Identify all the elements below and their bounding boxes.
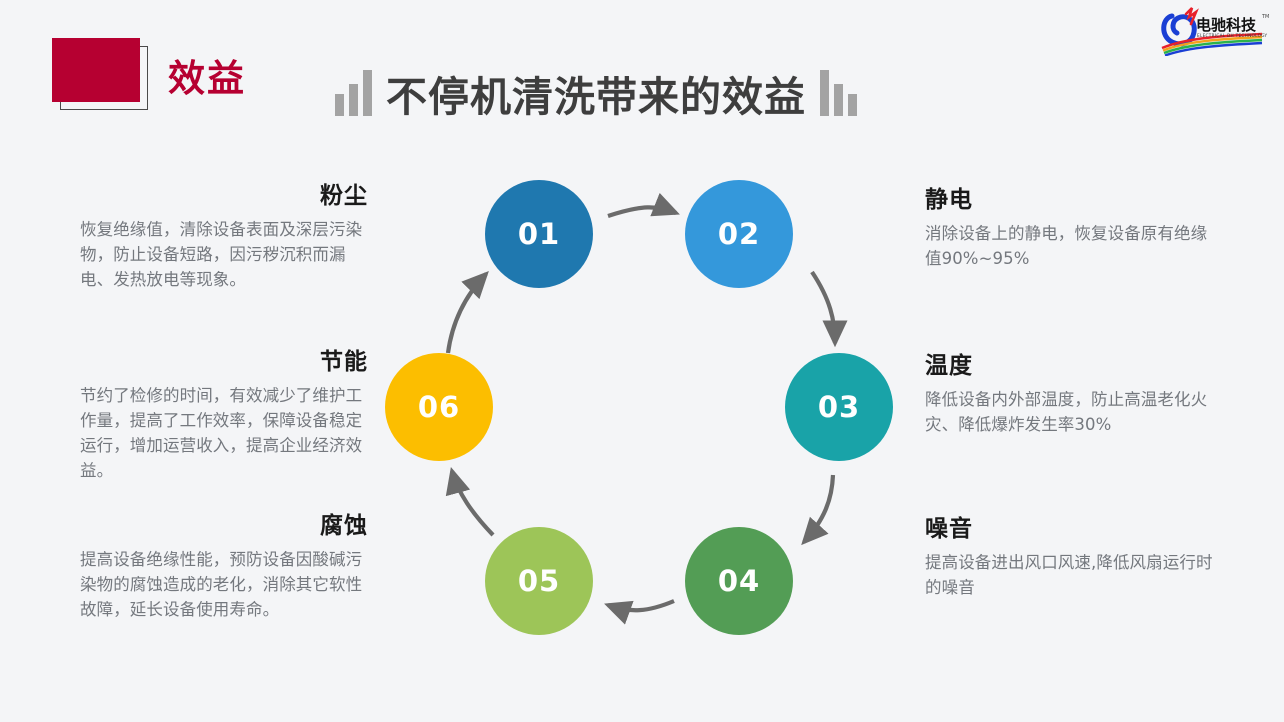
benefit-heading-dust: 粉尘	[320, 183, 368, 209]
cycle-node-06[interactable]: 06	[385, 353, 493, 461]
benefit-heading-corrosion: 腐蚀	[320, 513, 368, 539]
benefit-heading-saving: 节能	[320, 349, 368, 375]
benefit-block-static: 静电 消除设备上的静电，恢复设备原有绝缘值90%~95%	[925, 186, 1213, 271]
page-title-row: 不停机清洗带来的效益	[335, 70, 857, 120]
page-title: 不停机清洗带来的效益	[386, 73, 806, 121]
bars-ascending-icon	[335, 70, 372, 116]
benefit-block-corrosion: 腐蚀 提高设备绝缘性能，预防设备因酸碱污染物的腐蚀造成的老化，消除其它软性故障，…	[80, 512, 368, 622]
benefit-cycle-diagram: 01 02 03 04 05 06	[380, 175, 900, 675]
benefit-block-saving: 节能 节约了检修的时间，有效减少了维护工作量，提高了工作效率，保障设备稳定运行，…	[80, 348, 368, 483]
svg-text:ELECTRICAL DH TECHNOLOGY: ELECTRICAL DH TECHNOLOGY	[1197, 33, 1268, 38]
cycle-arrows	[445, 192, 848, 625]
cycle-node-05[interactable]: 05	[485, 527, 593, 635]
benefit-body-temperature: 降低设备内外部温度，防止高温老化火灾、降低爆炸发生率30%	[925, 390, 1208, 434]
benefit-body-static: 消除设备上的静电，恢复设备原有绝缘值90%~95%	[925, 224, 1208, 268]
badge-fill	[52, 38, 140, 102]
benefit-body-corrosion: 提高设备绝缘性能，预防设备因酸碱污染物的腐蚀造成的老化，消除其它软性故障，延长设…	[80, 550, 363, 619]
svg-text:电驰科技: 电驰科技	[1196, 16, 1257, 34]
benefit-block-temperature: 温度 降低设备内外部温度，防止高温老化火灾、降低爆炸发生率30%	[925, 352, 1213, 437]
section-badge	[52, 38, 148, 110]
benefit-heading-static: 静电	[925, 187, 973, 213]
bars-descending-icon	[820, 70, 857, 116]
benefit-block-dust: 粉尘 恢复绝缘值，清除设备表面及深层污染物，防止设备短路，因污秽沉积而漏电、发热…	[80, 182, 368, 292]
cycle-node-02[interactable]: 02	[685, 180, 793, 288]
benefit-block-noise: 噪音 提高设备进出风口风速,降低风扇运行时的噪音	[925, 515, 1213, 600]
cycle-node-01[interactable]: 01	[485, 180, 593, 288]
cycle-node-03[interactable]: 03	[785, 353, 893, 461]
benefit-heading-noise: 噪音	[925, 516, 973, 542]
svg-text:TM: TM	[1261, 14, 1269, 20]
badge-label: 效益	[168, 57, 246, 100]
benefit-body-noise: 提高设备进出风口风速,降低风扇运行时的噪音	[925, 553, 1213, 597]
cycle-node-04[interactable]: 04	[685, 527, 793, 635]
brand-logo: 电驰科技 ELECTRICAL DH TECHNOLOGY TM	[1158, 4, 1276, 57]
benefit-heading-temperature: 温度	[925, 353, 973, 379]
benefit-body-dust: 恢复绝缘值，清除设备表面及深层污染物，防止设备短路，因污秽沉积而漏电、发热放电等…	[80, 220, 363, 289]
benefit-body-saving: 节约了检修的时间，有效减少了维护工作量，提高了工作效率，保障设备稳定运行，增加运…	[80, 386, 363, 480]
